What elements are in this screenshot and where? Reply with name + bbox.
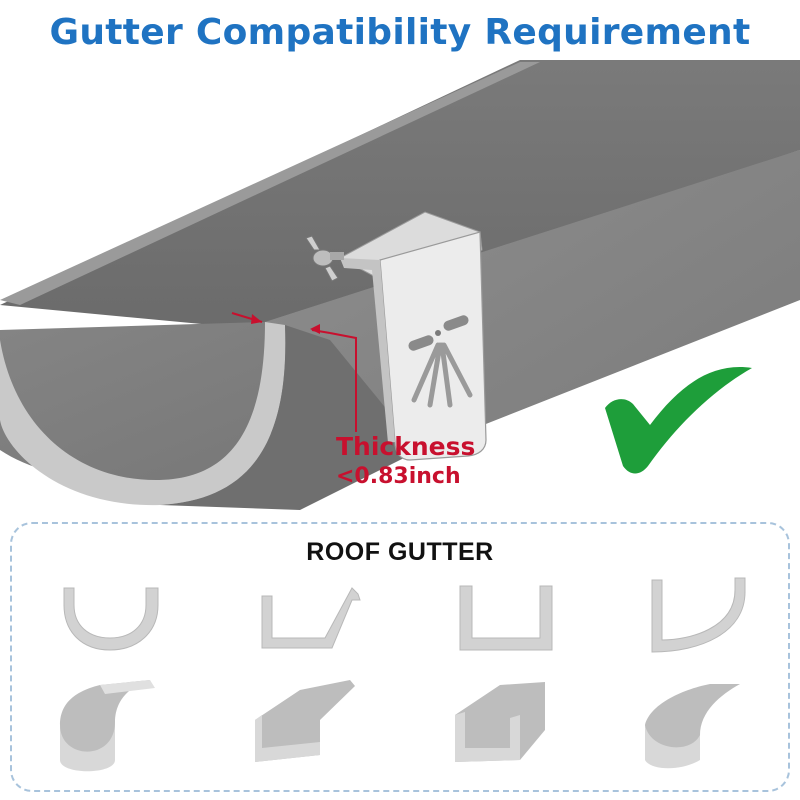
fascia-gutter-icon xyxy=(651,577,746,653)
gutter-types-title: ROOF GUTTER xyxy=(306,538,494,566)
k-style-gutter-3d-icon xyxy=(255,680,355,762)
thickness-value: <0.83inch xyxy=(336,464,461,489)
box-gutter-3d-icon xyxy=(455,682,545,762)
wing-nut-icon xyxy=(305,235,344,282)
clip-bracket xyxy=(338,211,487,461)
half-round-gutter-icon xyxy=(63,587,159,651)
gutter-top-rim xyxy=(0,62,540,305)
fascia-gutter-3d-icon xyxy=(645,684,740,769)
thickness-title: Thickness xyxy=(336,432,476,461)
gutter-hero-illustration xyxy=(0,60,800,510)
gutter-types-grid xyxy=(60,577,746,772)
box-gutter-icon xyxy=(459,585,553,651)
gutter-back-wall xyxy=(0,60,800,330)
half-round-gutter-3d-icon xyxy=(60,680,155,772)
checkmark-icon xyxy=(605,367,752,474)
thickness-label: Thickness <0.83inch xyxy=(336,432,475,492)
k-style-gutter-icon xyxy=(261,587,361,649)
gutter-end-profile xyxy=(0,322,286,506)
page-title: Gutter Compatibility Requirement xyxy=(49,12,751,53)
thickness-dimension xyxy=(231,312,357,432)
